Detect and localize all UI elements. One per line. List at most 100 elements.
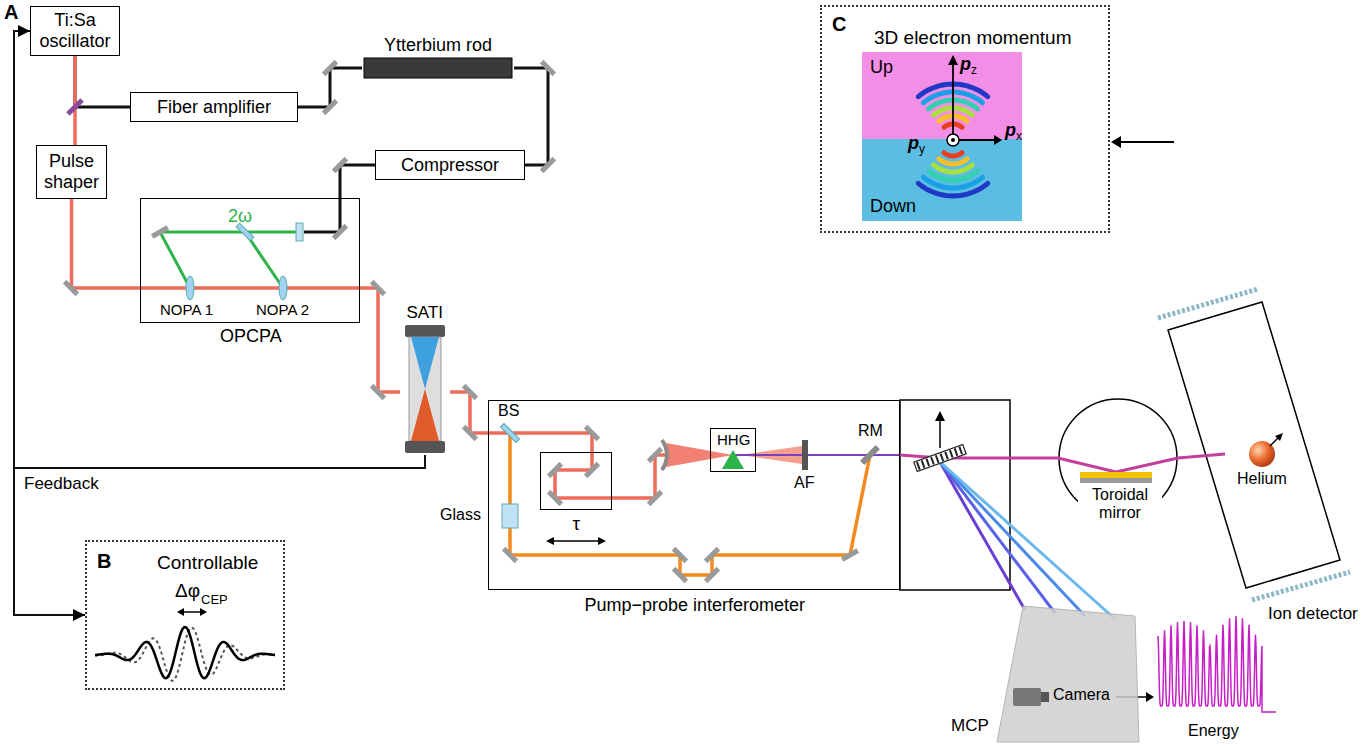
- nopa-crystal: [279, 276, 287, 300]
- xuv-beam: [733, 454, 900, 456]
- gain-rod: Ytterbium rod: [362, 35, 514, 80]
- phase-symbol: Δφ: [175, 580, 200, 602]
- fiber-path: [340, 165, 375, 198]
- mirror: [547, 490, 563, 506]
- laser-box: Ti:Sa oscillator: [30, 6, 120, 56]
- nopa-crystal: [186, 276, 194, 300]
- pump-beam: [488, 433, 666, 498]
- mirror: [647, 447, 663, 463]
- beam-splitter: [500, 423, 519, 442]
- inset-panel: C3D electron momentumUpDown: [820, 5, 1110, 233]
- axis-out-of-plane: [947, 134, 959, 146]
- dispersed-ray: [940, 462, 1085, 616]
- node-text: τ: [573, 513, 581, 535]
- axis-subscript: x: [1016, 130, 1022, 144]
- pulse-shaper-box: Pulse shaper: [36, 145, 107, 199]
- dispersed-ray: [940, 462, 1055, 613]
- mirror: [672, 547, 688, 563]
- helium-target: Helium: [1225, 436, 1300, 496]
- axis-out-of-plane: [951, 138, 955, 142]
- axis-line: [952, 63, 954, 140]
- readout-arrowhead: [1146, 692, 1154, 702]
- axis-arrowhead: [994, 135, 1002, 145]
- panel-title: 3D electron momentum: [874, 27, 1071, 49]
- mirror: [704, 567, 720, 583]
- axis-subscript: y: [919, 143, 925, 157]
- node-text: MCP: [951, 716, 989, 736]
- delay-arrowhead: [598, 537, 606, 545]
- stage-label: NOPA 2: [256, 301, 309, 318]
- laser-beam: [72, 199, 141, 288]
- detector-plate: [1158, 289, 1258, 318]
- node-text: Compressor: [401, 155, 499, 176]
- detector-plate: [1252, 572, 1350, 600]
- dispersed-ray: [940, 462, 1025, 610]
- result-arrowhead: [1111, 136, 1121, 148]
- shift-arrowhead: [200, 608, 207, 616]
- mirror-substrate: [1080, 478, 1152, 483]
- spectrometer-box: [900, 400, 1010, 590]
- panel-letter: B: [97, 550, 111, 573]
- aluminium-filter: [802, 440, 808, 470]
- beam-splitter: [66, 98, 84, 116]
- mirror: [502, 547, 518, 563]
- mirror: [704, 547, 720, 563]
- feedback-arrow: [14, 455, 425, 615]
- laser-beam: [450, 392, 488, 433]
- pump-fiber: [304, 198, 340, 232]
- grating: [914, 444, 966, 471]
- component-label: Ion detector: [1268, 604, 1358, 624]
- mirror: [540, 157, 556, 173]
- phosphor-screen: [997, 606, 1139, 742]
- mirror: [584, 462, 600, 478]
- grating-body: [914, 444, 966, 471]
- fiber-path: [75, 56, 130, 107]
- node-text: Ti:Sa oscillator: [35, 10, 115, 51]
- mirror: [462, 425, 478, 441]
- mirror: [672, 567, 688, 583]
- axis-label: p: [1005, 120, 1016, 141]
- interference-fringe: [944, 153, 962, 156]
- component-label: BS: [498, 402, 519, 420]
- mirror: [332, 224, 348, 240]
- node-shape: [995, 600, 1140, 743]
- hhg-cell: HHG: [710, 428, 756, 472]
- doubling-crystal: [296, 223, 303, 241]
- toroidal-mirror: Toroidal mirror: [1058, 398, 1178, 518]
- focusing-mirror: [662, 440, 667, 470]
- result-arrow: [1120, 141, 1174, 143]
- camera-lens: [1041, 692, 1049, 702]
- mirror: [322, 99, 338, 115]
- component-label: RM: [858, 422, 883, 440]
- mirror: [647, 490, 663, 506]
- node-text: Down: [870, 196, 916, 217]
- pulse-waveform: [95, 627, 275, 678]
- mirror-coating: [1080, 472, 1152, 478]
- node-text: Toroidal mirror: [1078, 486, 1162, 523]
- signal-label: Feedback: [24, 474, 99, 494]
- cep-panel: BControllableΔφCEP: [85, 540, 285, 690]
- component-label: Glass: [440, 506, 481, 524]
- stage-label: NOPA 1: [160, 301, 213, 318]
- node-text: HHG: [717, 431, 750, 448]
- node-text: SATI: [407, 303, 444, 323]
- axis-label: p: [908, 133, 919, 154]
- mirror: [370, 280, 386, 296]
- mirror: [841, 548, 859, 561]
- xuv-beam: [1178, 454, 1225, 458]
- xuv-beam: [900, 455, 1058, 458]
- glass-plate: [502, 504, 518, 528]
- delay-arrowhead: [546, 537, 554, 545]
- cell-cap: [405, 441, 445, 453]
- shift-arrowhead: [177, 608, 184, 616]
- node-text: Pulse shaper: [41, 151, 102, 192]
- seed-beam: [140, 286, 360, 290]
- mirror: [151, 225, 169, 238]
- mirror: [540, 60, 556, 76]
- mirror: [370, 384, 386, 400]
- node-text: OPCPA: [220, 326, 282, 347]
- node-text: Helium: [1237, 470, 1287, 488]
- amplifier-box: Fiber amplifier: [130, 92, 298, 122]
- panel-letter: C: [832, 13, 846, 36]
